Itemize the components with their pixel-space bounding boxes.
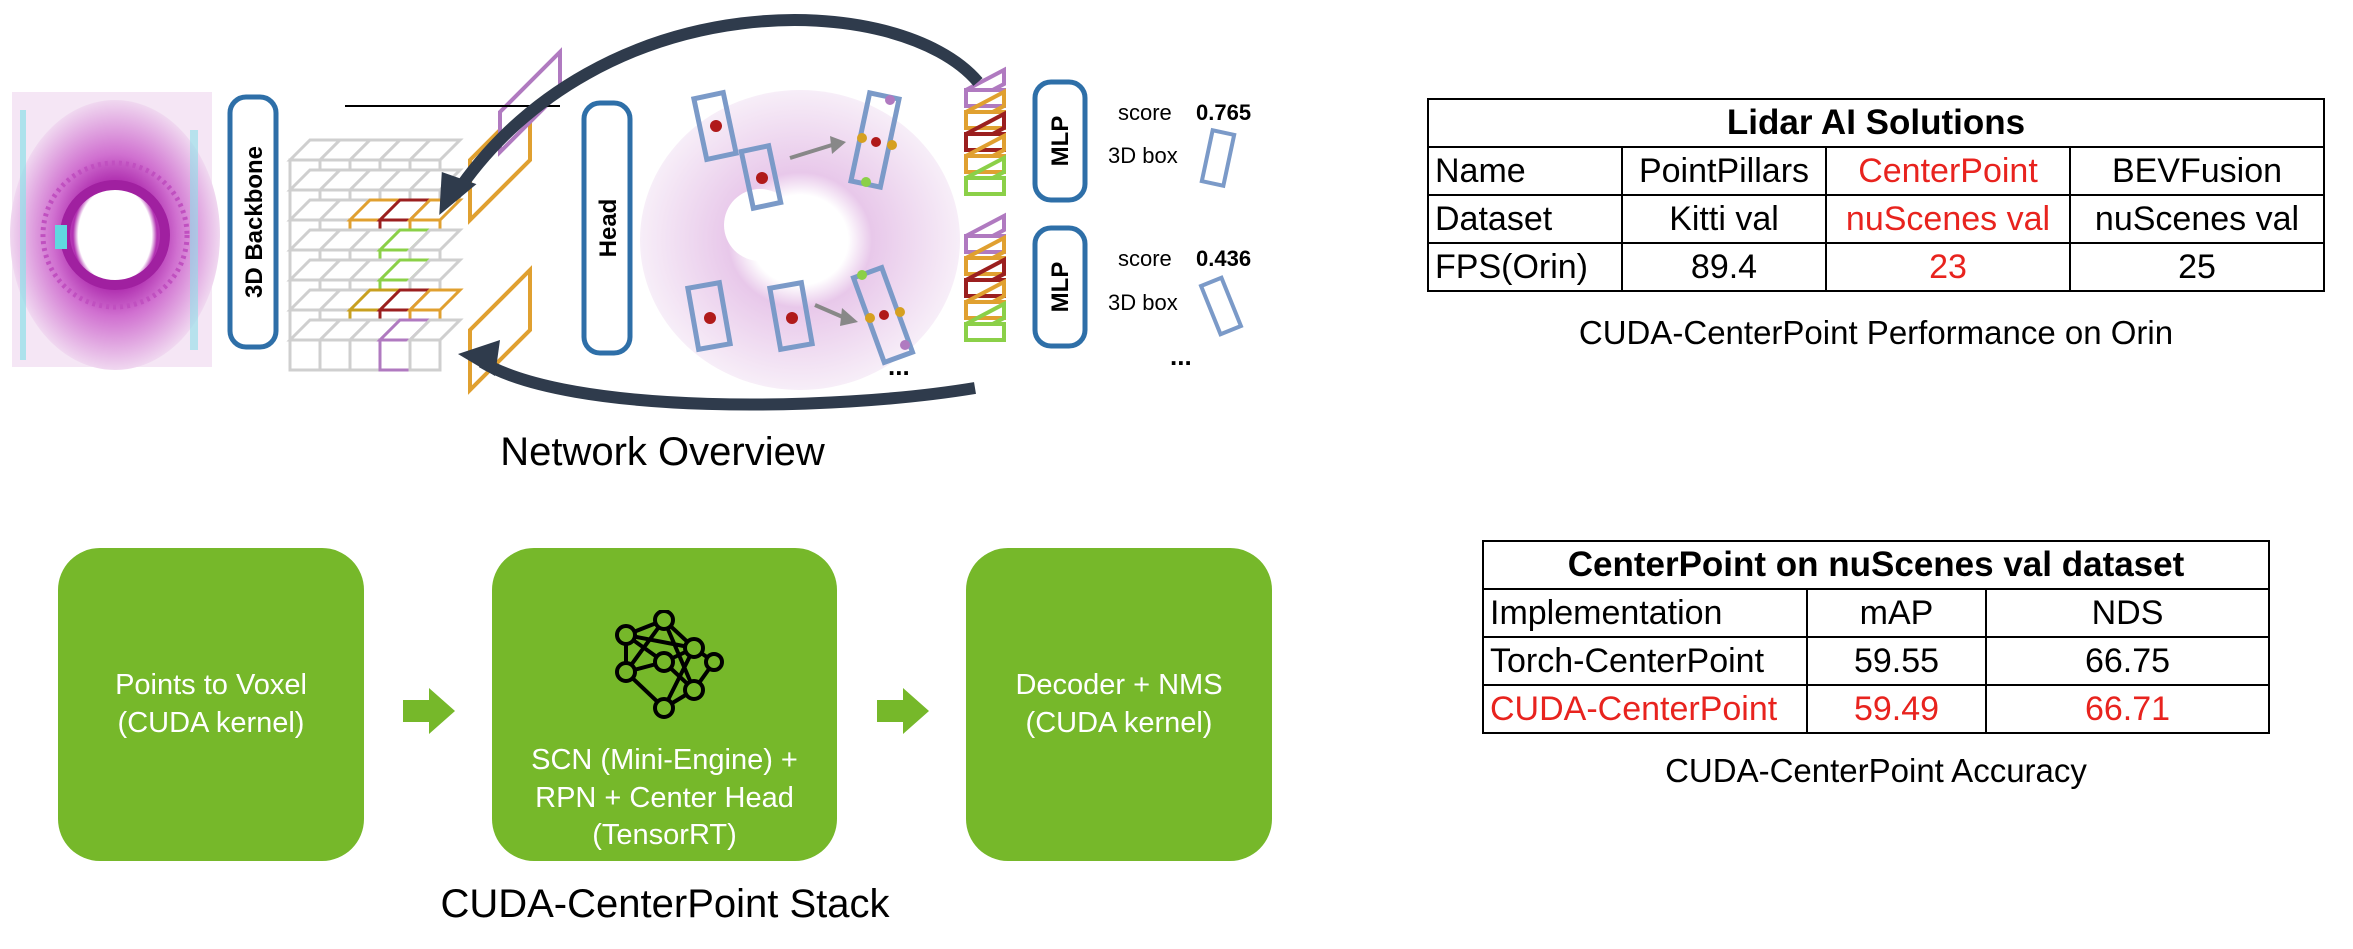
acc-cell: Torch-CenterPoint — [1482, 636, 1808, 686]
accuracy-caption: CUDA-CenterPoint Accuracy — [1665, 752, 2087, 789]
network-overview-diagram: 3D Backbone Head — [10, 14, 1251, 411]
grid-cell — [408, 338, 442, 372]
detection-ellipsis: ... — [888, 351, 910, 381]
grid-cell — [288, 338, 322, 372]
acc-cell: NDS — [1985, 588, 2270, 638]
perf-cell: BEVFusion — [2069, 146, 2325, 196]
accuracy-table-title: CenterPoint on nuScenes val dataset — [1482, 540, 2270, 590]
acc-cell: 59.55 — [1806, 636, 1987, 686]
acc-cell: 66.75 — [1985, 636, 2270, 686]
perf-cell: 25 — [2069, 242, 2325, 292]
points-to-voxel-line1: Points to Voxel — [115, 668, 307, 701]
acc-cell: Implementation — [1482, 588, 1808, 638]
box-label-2: 3D box — [1108, 290, 1178, 315]
score-label-2: score — [1118, 246, 1172, 271]
points-to-voxel-block: Points to Voxel (CUDA kernel) — [58, 548, 364, 861]
perf-cell: 89.4 — [1621, 242, 1827, 292]
head-block — [581, 100, 633, 356]
right-arrow-icon — [403, 688, 455, 734]
perf-cell: FPS(Orin) — [1427, 242, 1623, 292]
lidar-point-cloud-image — [10, 92, 220, 370]
head-label: Head — [595, 199, 622, 258]
perf-cell-highlight: nuScenes val — [1825, 194, 2071, 244]
perf-cell-highlight: 23 — [1825, 242, 2071, 292]
network-overview-caption: Network Overview — [500, 430, 825, 474]
mlp-label-2: MLP — [1047, 262, 1074, 313]
performance-table-title: Lidar AI Solutions — [1427, 98, 2325, 148]
performance-caption: CUDA-CenterPoint Performance on Orin — [1578, 314, 2174, 351]
box-label-1: 3D box — [1108, 143, 1178, 168]
accuracy-table: CenterPoint on nuScenes val dataset Impl… — [1482, 540, 2270, 734]
scn-line2: RPN + Center Head — [535, 781, 794, 814]
decoder-nms-block: Decoder + NMS (CUDA kernel) — [966, 548, 1272, 861]
feature-vector-cell — [964, 322, 1006, 342]
grid-cell — [318, 338, 352, 372]
stack-caption: CUDA-CenterPoint Stack — [440, 882, 890, 926]
acc-cell-highlight: CUDA-CenterPoint — [1482, 684, 1808, 734]
perf-cell: Kitti val — [1621, 194, 1827, 244]
score-label-1: score — [1118, 100, 1172, 125]
backbone-label: 3D Backbone — [241, 146, 268, 298]
detection-point-cloud-image: ... — [640, 89, 960, 390]
acc-cell: mAP — [1806, 588, 1987, 638]
score-value-2: 0.436 — [1196, 246, 1251, 271]
top-feedback-arrow — [450, 14, 983, 199]
score-value-1: 0.765 — [1196, 100, 1251, 125]
performance-table: Lidar AI Solutions Name PointPillars Cen… — [1427, 98, 2325, 292]
acc-cell-highlight: 66.71 — [1985, 684, 2270, 734]
grid-cell — [378, 338, 412, 372]
perf-cell: Dataset — [1427, 194, 1623, 244]
feature-vector-cell — [964, 176, 1006, 196]
mlp-block-2 — [1032, 225, 1088, 349]
right-arrow-icon — [877, 688, 929, 734]
feature-vector-stack — [964, 66, 1006, 342]
perf-cell: nuScenes val — [2069, 194, 2325, 244]
mlp-label-1: MLP — [1047, 116, 1074, 167]
box-glyph-1 — [1199, 127, 1237, 189]
mlp-ellipsis: ... — [1170, 341, 1192, 371]
decoder-line1: Decoder + NMS — [1015, 668, 1223, 701]
bottom-feedback-arrow — [478, 356, 976, 411]
box-glyph-2 — [1198, 275, 1244, 337]
backbone-block — [227, 94, 279, 350]
neural-network-icon — [614, 610, 724, 719]
scn-rpn-head-block: SCN (Mini-Engine) + RPN + Center Head (T… — [492, 548, 837, 861]
decoder-line2: (CUDA kernel) — [1025, 706, 1213, 739]
perf-cell: PointPillars — [1621, 146, 1827, 196]
points-to-voxel-line2: (CUDA kernel) — [117, 706, 305, 739]
acc-cell-highlight: 59.49 — [1806, 684, 1987, 734]
perf-cell: Name — [1427, 146, 1623, 196]
mlp-block-1 — [1032, 79, 1088, 203]
scn-line1: SCN (Mini-Engine) + — [531, 744, 798, 776]
grid-cell — [348, 338, 382, 372]
scn-line3: (TensorRT) — [592, 819, 737, 852]
perf-cell-highlight: CenterPoint — [1825, 146, 2071, 196]
feature-grid — [286, 47, 562, 395]
